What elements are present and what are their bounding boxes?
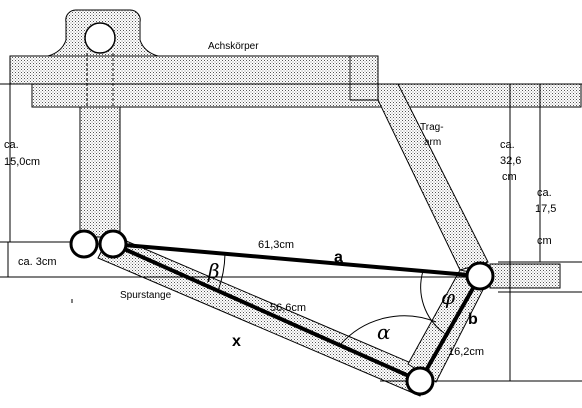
right-small-label-3: cm (537, 235, 552, 247)
tie-rod-label: Spurstange (120, 290, 172, 301)
right-small-label-1: ca. (537, 187, 552, 199)
mounting-eye (47, 9, 159, 110)
segment-x-length: 56,6cm (270, 302, 306, 314)
segment-x-line (111, 242, 422, 383)
axle-body-label: Achskörper (208, 41, 259, 52)
angle-arcs (217, 253, 445, 346)
alpha-arc (339, 315, 437, 346)
left-joint-inner (98, 229, 128, 259)
alpha-label: α (377, 320, 391, 344)
beta-arc (217, 253, 226, 292)
left-joint-outer (69, 229, 99, 259)
control-arm-label-2: arm (424, 137, 441, 148)
beta-label: β (207, 259, 220, 283)
right-height-label-2: 32,6 (500, 155, 521, 167)
segment-b-length: 16,2cm (448, 346, 484, 358)
bottom-joint (405, 366, 435, 396)
segment-a-length: 61,3cm (258, 239, 294, 251)
geometry-lines (111, 242, 482, 383)
segment-b-letter: b (468, 311, 478, 328)
vertical-post (79, 106, 121, 238)
left-height-label-1: ca. (4, 139, 19, 151)
phi-label: φ (441, 285, 455, 309)
joints (69, 229, 495, 396)
segment-b-line (418, 274, 482, 383)
right-height-label-3: cm (502, 171, 517, 183)
left-small-label: ca. 3cm (18, 256, 57, 268)
right-height-label-1: ca. (500, 139, 515, 151)
left-height-label-2: 15,0cm (4, 156, 40, 168)
control-arm-label-1: Trag- (420, 122, 444, 133)
control-arm (350, 83, 489, 271)
right-small-label-2: 17,5 (535, 203, 556, 215)
segment-x-letter: x (232, 333, 241, 350)
hub-stub (489, 263, 561, 289)
segment-a-letter: a (334, 249, 343, 266)
phi-arc (420, 270, 445, 334)
axle-body (9, 55, 582, 108)
right-joint (465, 261, 495, 291)
segment-a-line (111, 242, 482, 278)
